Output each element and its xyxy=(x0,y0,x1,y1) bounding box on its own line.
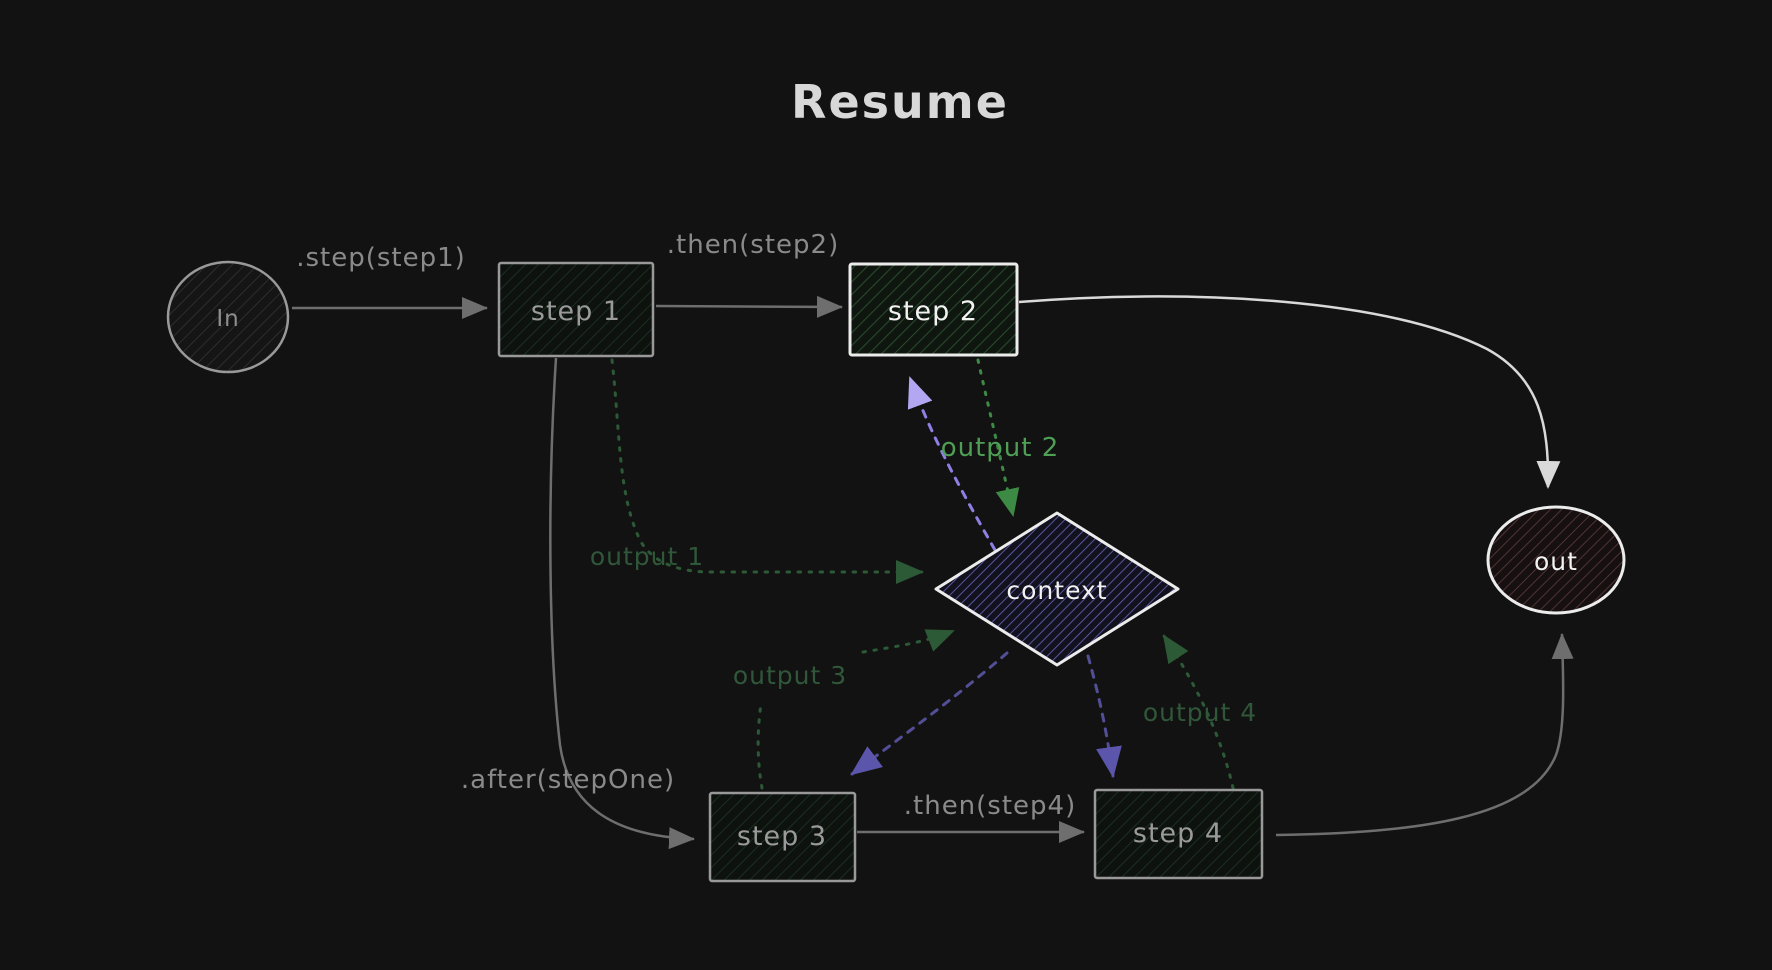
node-in-label: In xyxy=(216,306,239,332)
node-out: out xyxy=(1486,505,1626,615)
label-then-step2: .then(step2) xyxy=(667,230,839,260)
edge-context-step3 xyxy=(850,651,1009,776)
edge-output3 xyxy=(861,629,955,654)
label-output3: output 3 xyxy=(733,661,847,690)
edge-then-step2 xyxy=(655,295,843,318)
node-step4-shape xyxy=(1093,788,1264,880)
node-context-label: context xyxy=(1006,576,1107,605)
node-step3-shape xyxy=(708,791,857,883)
edge-output4 xyxy=(1162,634,1235,790)
edge-step2-out xyxy=(1018,295,1561,489)
labels-layer: Resume .step(step1) .then(step2) .after(… xyxy=(296,75,1257,821)
node-step3: step 3 xyxy=(708,791,857,883)
node-step1-label: step 1 xyxy=(531,296,621,327)
node-context-shape xyxy=(934,511,1180,667)
edge-context-step2 xyxy=(907,376,997,552)
edge-context-step4 xyxy=(1086,654,1122,778)
edge-output1 xyxy=(610,358,924,584)
node-step1: step 1 xyxy=(497,261,655,358)
edge-output3-segment xyxy=(756,702,764,790)
node-context: context xyxy=(934,511,1180,667)
label-output2: output 2 xyxy=(941,433,1060,463)
node-step2: step 2 xyxy=(848,262,1019,357)
node-in: In xyxy=(166,260,290,374)
label-output1: output 1 xyxy=(590,542,704,571)
nodes-layer: In step 1 step 2 step 3 step 4 context o… xyxy=(166,260,1626,883)
node-step3-label: step 3 xyxy=(737,821,827,852)
node-out-label: out xyxy=(1534,547,1578,576)
node-step1-shape xyxy=(497,261,655,358)
node-step2-shape xyxy=(848,262,1019,357)
node-step4: step 4 xyxy=(1093,788,1264,880)
label-then-step4: .then(step4) xyxy=(904,791,1076,821)
edge-step4-out xyxy=(1275,633,1574,837)
label-step-step1: .step(step1) xyxy=(296,243,466,273)
edge-after-stepone xyxy=(549,357,695,850)
label-after-stepone: .after(stepOne) xyxy=(461,765,675,795)
label-output4: output 4 xyxy=(1143,698,1257,727)
edges-layer xyxy=(292,295,1574,850)
diagram-title: Resume xyxy=(791,75,1009,129)
node-out-shape xyxy=(1486,505,1626,615)
node-step2-label: step 2 xyxy=(888,296,978,327)
node-in-shape xyxy=(166,260,290,374)
node-step4-label: step 4 xyxy=(1133,818,1223,849)
